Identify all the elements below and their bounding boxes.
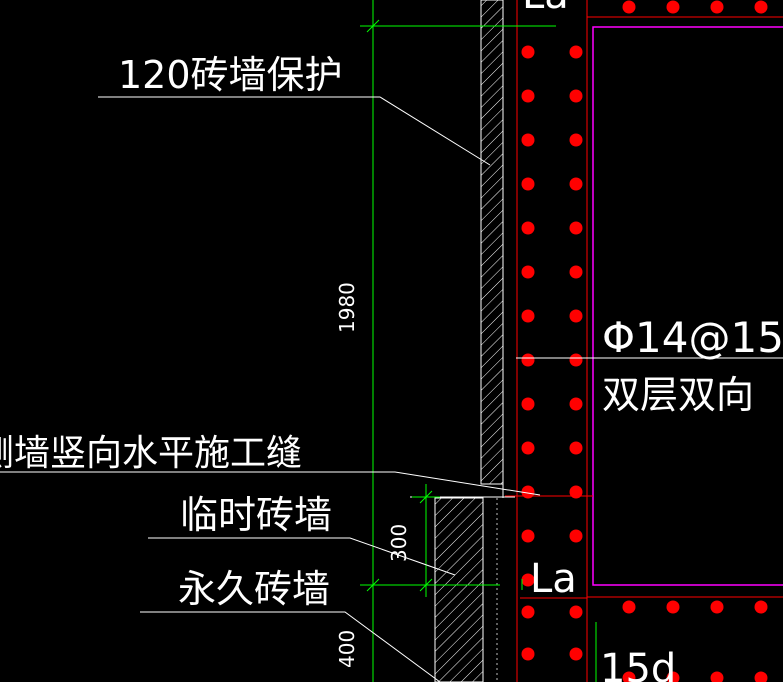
rebar-dot [710,0,724,14]
leader-brick-protection [98,96,491,166]
rebar-dot [521,605,535,619]
slab-outline [592,26,783,586]
rebar-dot [521,45,535,59]
rebar-dot [710,600,724,614]
rebar-dot [569,441,583,455]
rebar-dot [666,671,680,682]
dimension-text-400: 400 [335,630,359,668]
leader-temporary-wall [148,537,456,576]
rebar-dot [521,133,535,147]
rebar-dot [710,671,724,682]
label-anchor-la-top: La [522,0,569,18]
rebar-dot [754,0,768,14]
rebar-dot [754,671,768,682]
dimension-tick [366,19,380,33]
rebar-dot [569,89,583,103]
rebar-dots-right [569,45,583,661]
dimension-text-300: 300 [387,524,411,562]
rebar-dot [569,647,583,661]
rebar-dot [569,133,583,147]
label-permanent-brick-wall: 永久砖墙 [178,567,330,611]
dimension-tick [419,578,433,592]
dimension-text-1980: 1980 [335,282,359,333]
rebar-dot [569,45,583,59]
label-double-layer: 双层双向 [602,373,754,417]
label-anchor-la-mid: La [530,556,577,602]
brick-protection-wall [480,0,504,485]
label-rebar-spec: Φ14@150 [602,313,783,362]
rebar-dot [666,0,680,14]
rebar-dot [569,605,583,619]
rebar-dot [521,647,535,661]
dimension-tick [419,490,433,504]
leader-construction-joint [0,471,541,496]
rebar-dot [666,600,680,614]
rebar-dot [569,397,583,411]
rebar-dot [754,600,768,614]
leader-permanent-wall [140,611,441,682]
rebar-dot [521,485,535,499]
rebar-dot [521,441,535,455]
rebar-dot [569,529,583,543]
temporary-permanent-brick-wall [434,497,484,682]
rebar-dot [521,353,535,367]
rebar-dot [521,573,535,587]
rebar-dot [521,221,535,235]
leader-lines [0,96,783,682]
rebar-dot [569,265,583,279]
rebar-dot [521,89,535,103]
rebar-dot [569,353,583,367]
rebar-dot [622,671,636,682]
rebar-dot [569,485,583,499]
rebar-dot [569,177,583,191]
rebar-dot [521,397,535,411]
rebar-dots-left [521,45,535,661]
rebar-dots-bottom [622,600,768,682]
rebar-dot [521,265,535,279]
label-brick-protection: 120砖墙保护 [118,53,343,97]
rebar-dots-top [622,0,768,14]
label-construction-joint: 侧墙竖向水平施工缝 [0,433,302,474]
dimension-lines [360,0,597,682]
rebar-dot [569,309,583,323]
rebar-dot [521,177,535,191]
rebar-dot [521,529,535,543]
label-anchor-15d: 15d [600,646,676,682]
dimension-tick [366,578,380,592]
rebar-dot [521,309,535,323]
label-temporary-brick-wall: 临时砖墙 [180,493,332,537]
rebar-dot [622,600,636,614]
rebar-dot [622,0,636,14]
rebar-dot [569,221,583,235]
